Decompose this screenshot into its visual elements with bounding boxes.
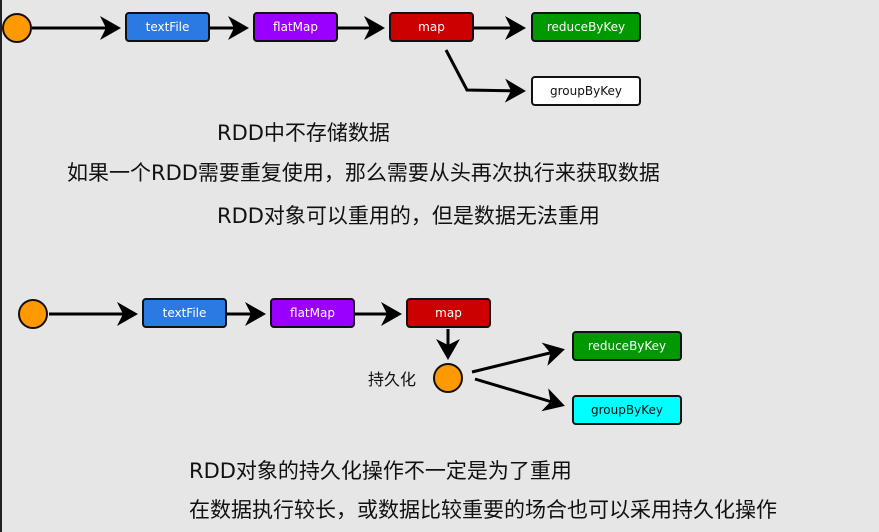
node-reducebykey-label: reduceByKey <box>546 20 626 34</box>
node-map-2: map <box>406 298 491 328</box>
persist-node <box>433 363 463 393</box>
node-flatmap-2: flatMap <box>270 298 355 328</box>
node-map-2-label: map <box>435 306 462 320</box>
node-flatmap-2-label: flatMap <box>290 306 335 320</box>
arrow-persist-to-reducebykey <box>471 342 565 374</box>
note-top-1: RDD中不存储数据 <box>217 121 390 145</box>
node-groupbykey-2: groupByKey <box>572 395 682 425</box>
note-top-3: RDD对象可以重用的，但是数据无法重用 <box>217 204 600 228</box>
node-reducebykey: reduceByKey <box>531 12 641 42</box>
note-top-2: 如果一个RDD需要重复使用，那么需要从头再次执行来获取数据 <box>67 161 660 185</box>
node-map-label: map <box>418 20 445 34</box>
node-flatmap: flatMap <box>253 12 338 42</box>
node-textfile-label: textFile <box>145 20 190 34</box>
node-flatmap-label: flatMap <box>273 20 318 34</box>
node-textfile-2: textFile <box>142 298 227 328</box>
left-border <box>0 0 2 532</box>
node-groupbykey-label: groupByKey <box>550 84 622 98</box>
node-textfile-2-label: textFile <box>162 306 207 320</box>
arrow-map-to-groupbykey <box>444 49 526 103</box>
note-bottom-1: RDD对象的持久化操作不一定是为了重用 <box>189 459 572 483</box>
persist-label: 持久化 <box>368 370 417 389</box>
start-node-2 <box>18 299 48 329</box>
node-groupbykey-2-label: groupByKey <box>591 403 663 417</box>
note-bottom-2: 在数据执行较长，或数据比较重要的场合也可以采用持久化操作 <box>189 498 777 522</box>
node-groupbykey: groupByKey <box>531 76 641 106</box>
node-reducebykey-2: reduceByKey <box>572 331 682 361</box>
node-reducebykey-2-label: reduceByKey <box>587 339 667 353</box>
node-map: map <box>389 12 474 42</box>
start-node <box>2 13 32 43</box>
node-textfile: textFile <box>125 12 210 42</box>
arrow-persist-to-groupbykey <box>474 377 565 412</box>
